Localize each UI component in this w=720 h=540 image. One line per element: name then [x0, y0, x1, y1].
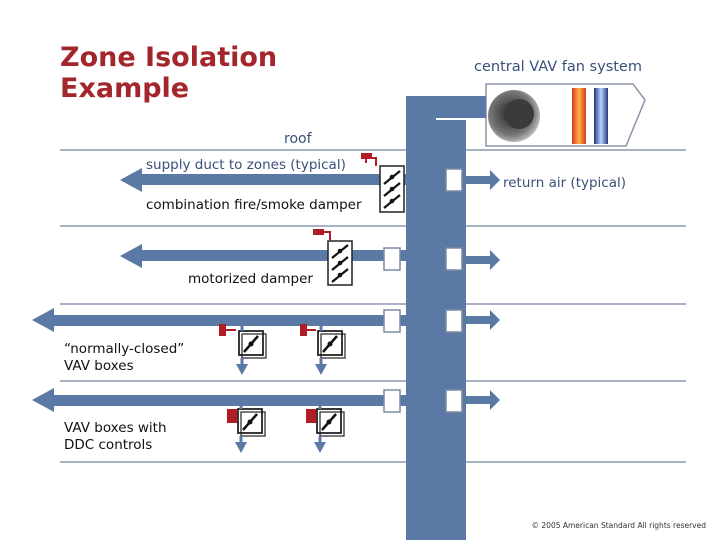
cooling-coil-icon — [594, 88, 608, 144]
normally-closed-label: “normally-closed” VAV boxes — [64, 341, 185, 374]
copyright-notice: © 2005 American Standard All rights rese… — [531, 521, 706, 530]
motorized-damper-label: motorized damper — [188, 271, 313, 287]
supply-duct-top — [406, 96, 486, 118]
vav-box-icon — [300, 324, 346, 375]
return-air-label: return air (typical) — [503, 175, 627, 191]
vav-box-icon — [227, 406, 266, 453]
supply-shaft — [406, 96, 436, 540]
return-ducts — [466, 170, 500, 410]
heating-coil-icon — [572, 88, 586, 144]
ddc-vav-label: VAV boxes with DDC controls — [64, 420, 167, 453]
roof-label: roof — [284, 131, 312, 147]
supply-duct-label: supply duct to zones (typical) — [146, 157, 346, 173]
fire-smoke-damper-label: combination fire/smoke damper — [146, 197, 362, 213]
vav-box-icon — [219, 324, 267, 375]
motorized-damper-icon — [313, 229, 353, 286]
supply-ducts — [32, 168, 406, 412]
page-title: Zone Isolation Example — [60, 42, 278, 104]
shaft-dampers — [383, 168, 463, 413]
floor-lines — [60, 149, 686, 463]
vav-box-icon — [306, 406, 345, 453]
vav-fan-unit — [485, 83, 646, 147]
fan-system-label: central VAV fan system — [474, 59, 642, 75]
fire-smoke-damper-icon — [361, 153, 405, 213]
